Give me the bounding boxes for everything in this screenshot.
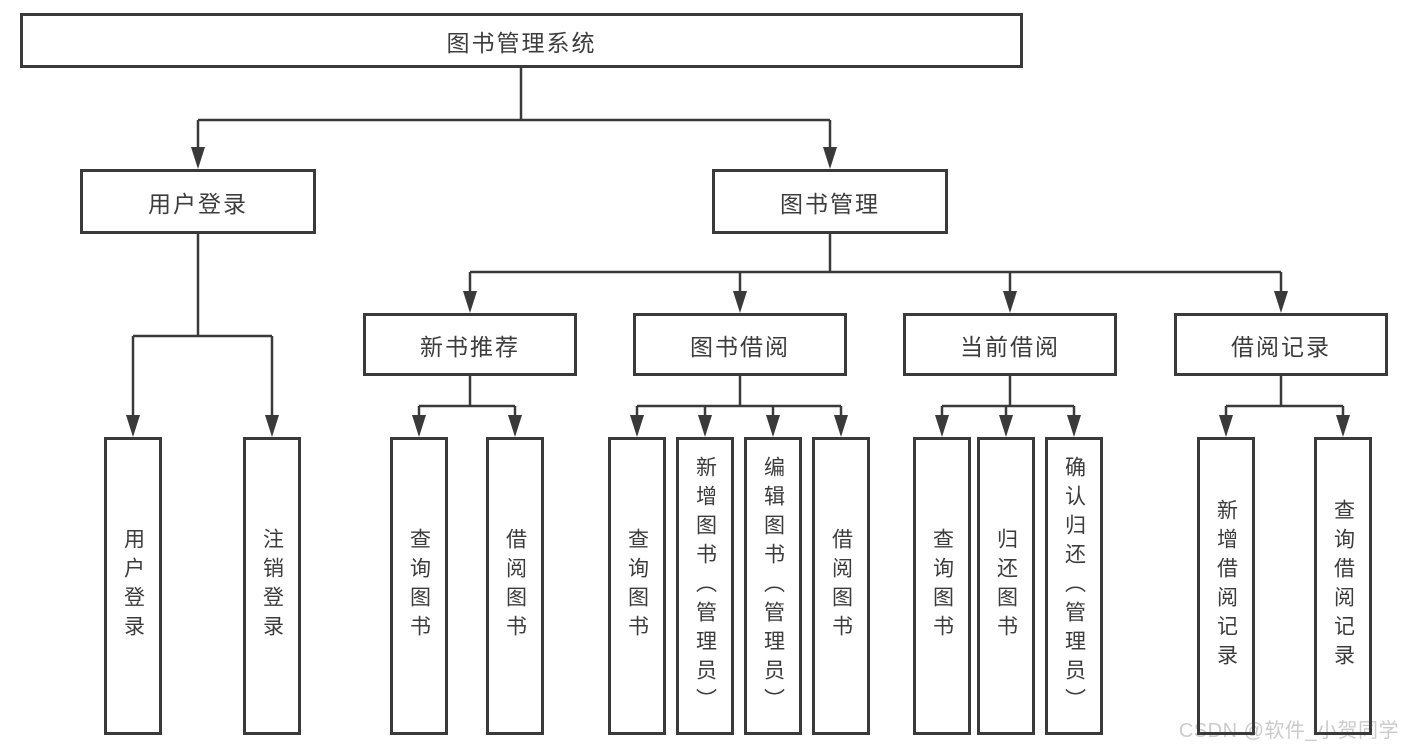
node-label: 图书管理 (780, 190, 880, 217)
leaf-label: 查询借阅记录 (1331, 499, 1355, 673)
leaf-edit-book-admin: 编辑图书（管理员） (744, 437, 802, 735)
arrow-down-icon (698, 415, 712, 437)
node-new-book-recommend: 新书推荐 (363, 313, 577, 376)
leaf-label: 借阅图书 (503, 528, 527, 644)
arrow-down-icon (834, 415, 848, 437)
arrow-down-icon (463, 291, 477, 313)
arrow-down-icon (1336, 415, 1350, 437)
leaf-label: 查询图书 (930, 528, 954, 644)
leaf-label: 确认归还（管理员） (1062, 455, 1086, 717)
node-book-borrow: 图书借阅 (633, 313, 847, 376)
leaf-label: 查询图书 (625, 528, 649, 644)
connector-book-management-to-level3 (468, 234, 1283, 294)
leaf-label: 借阅图书 (829, 528, 853, 644)
leaf-confirm-return-admin: 确认归还（管理员） (1045, 437, 1103, 735)
leaf-label: 新增图书（管理员） (693, 455, 717, 717)
leaf-return-book: 归还图书 (977, 437, 1035, 735)
leaf-label: 新增借阅记录 (1214, 499, 1238, 673)
node-user-login: 用户登录 (80, 169, 316, 234)
leaf-label: 注销登录 (260, 528, 284, 644)
arrow-down-icon (630, 415, 644, 437)
arrow-down-icon (126, 415, 140, 437)
arrow-down-icon (412, 415, 426, 437)
arrow-down-icon (1067, 415, 1081, 437)
arrow-down-icon (733, 291, 747, 313)
node-borrow-record: 借阅记录 (1174, 313, 1388, 376)
leaf-add-borrow-record: 新增借阅记录 (1197, 437, 1255, 735)
arrowheads (126, 147, 1350, 437)
leaf-label: 查询图书 (407, 528, 431, 644)
node-book-management: 图书管理 (712, 169, 948, 234)
leaf-label: 归还图书 (994, 528, 1018, 644)
connector-new-book-to-leaves (417, 376, 517, 418)
connector-user-login-to-leaves (131, 234, 274, 418)
arrow-down-icon (265, 415, 279, 437)
node-current-borrow: 当前借阅 (903, 313, 1117, 376)
leaf-user-login: 用户登录 (104, 437, 162, 735)
arrow-down-icon (823, 147, 837, 169)
arrow-down-icon (1219, 415, 1233, 437)
arrow-down-icon (191, 147, 205, 169)
leaf-label: 用户登录 (121, 528, 145, 644)
csdn-watermark: CSDN @软件_小贺同学 (1178, 720, 1399, 742)
leaf-query-book-current: 查询图书 (913, 437, 971, 735)
node-label: 当前借阅 (960, 333, 1060, 360)
node-label: 用户登录 (148, 190, 248, 217)
arrow-down-icon (508, 415, 522, 437)
leaf-logout: 注销登录 (243, 437, 301, 735)
leaf-query-borrow-record: 查询借阅记录 (1314, 437, 1372, 735)
arrow-down-icon (935, 415, 949, 437)
node-label: 图书管理系统 (446, 29, 597, 56)
node-root-library-system: 图书管理系统 (20, 13, 1023, 68)
node-label: 图书借阅 (690, 333, 790, 360)
node-label: 新书推荐 (420, 333, 520, 360)
connector-book-borrow-to-leaves (635, 376, 843, 418)
connector-current-borrow-to-leaves (940, 376, 1076, 418)
node-label: 借阅记录 (1231, 333, 1331, 360)
leaf-borrow-book: 借阅图书 (812, 437, 870, 735)
connector-root-to-level2 (196, 68, 832, 150)
connector-borrow-record-to-leaves (1224, 376, 1345, 418)
leaf-borrow-book-recommend: 借阅图书 (486, 437, 544, 735)
leaf-label: 编辑图书（管理员） (761, 455, 785, 717)
leaf-query-book-borrow: 查询图书 (608, 437, 666, 735)
leaf-query-book-recommend: 查询图书 (390, 437, 448, 735)
arrow-down-icon (766, 415, 780, 437)
arrow-down-icon (1003, 291, 1017, 313)
arrow-down-icon (999, 415, 1013, 437)
arrow-down-icon (1274, 291, 1288, 313)
leaf-add-book-admin: 新增图书（管理员） (676, 437, 734, 735)
